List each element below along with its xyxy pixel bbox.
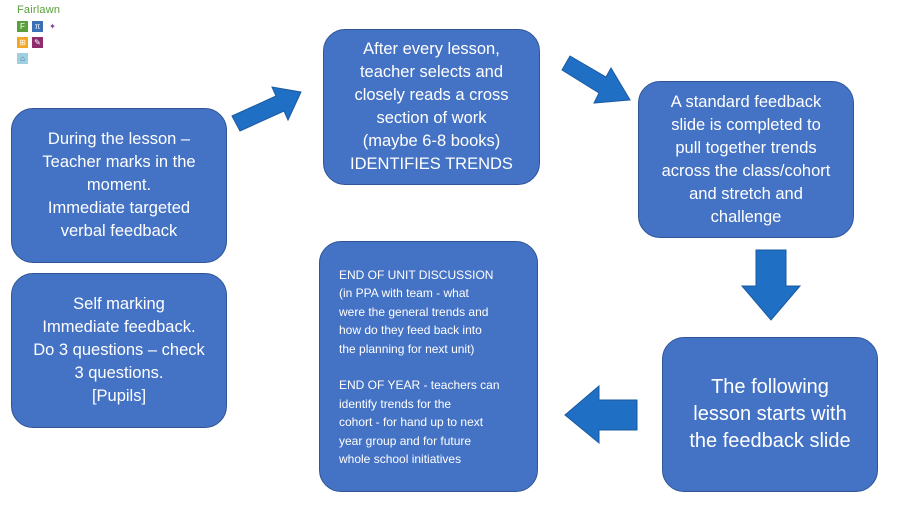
- fairlawn-logo: Fairlawn F π ✦ ⊞ ✎ ⌂: [14, 4, 74, 68]
- during-lesson-text: During the lesson – Teacher marks in the…: [42, 130, 196, 240]
- after-lesson-text: After every lesson, teacher selects and …: [350, 40, 513, 173]
- box-end-of-unit: END OF UNIT DISCUSSION (in PPA with team…: [319, 241, 538, 492]
- logo-tile-molecule: ✦: [47, 21, 58, 32]
- following-lesson-text: The following lesson starts with the fee…: [689, 376, 851, 452]
- box-self-marking: Self marking Immediate feedback. Do 3 qu…: [11, 273, 227, 428]
- self-marking-text: Self marking Immediate feedback. Do 3 qu…: [33, 295, 205, 405]
- box-after-lesson: After every lesson, teacher selects and …: [323, 29, 540, 185]
- arrow-to-feedback-slide: [561, 55, 631, 104]
- arrow-down-to-following-lesson: [740, 249, 802, 321]
- logo-name: Fairlawn: [17, 4, 61, 16]
- box-feedback-slide: A standard feedback slide is completed t…: [638, 81, 854, 238]
- logo-tile-pi: π: [32, 21, 43, 32]
- logo-tile-pencil: ✎: [32, 37, 43, 48]
- logo-tile-f: F: [17, 21, 28, 32]
- arrow-to-after-lesson: [231, 86, 302, 132]
- end-of-unit-text: END OF UNIT DISCUSSION (in PPA with team…: [339, 268, 500, 467]
- box-following-lesson: The following lesson starts with the fee…: [662, 337, 878, 492]
- box-during-lesson: During the lesson – Teacher marks in the…: [11, 108, 227, 263]
- logo-tile-building: ⊞: [17, 37, 28, 48]
- logo-tile-house: ⌂: [17, 53, 28, 64]
- feedback-slide-text: A standard feedback slide is completed t…: [661, 92, 831, 226]
- arrow-left-to-end-of-unit: [564, 384, 638, 445]
